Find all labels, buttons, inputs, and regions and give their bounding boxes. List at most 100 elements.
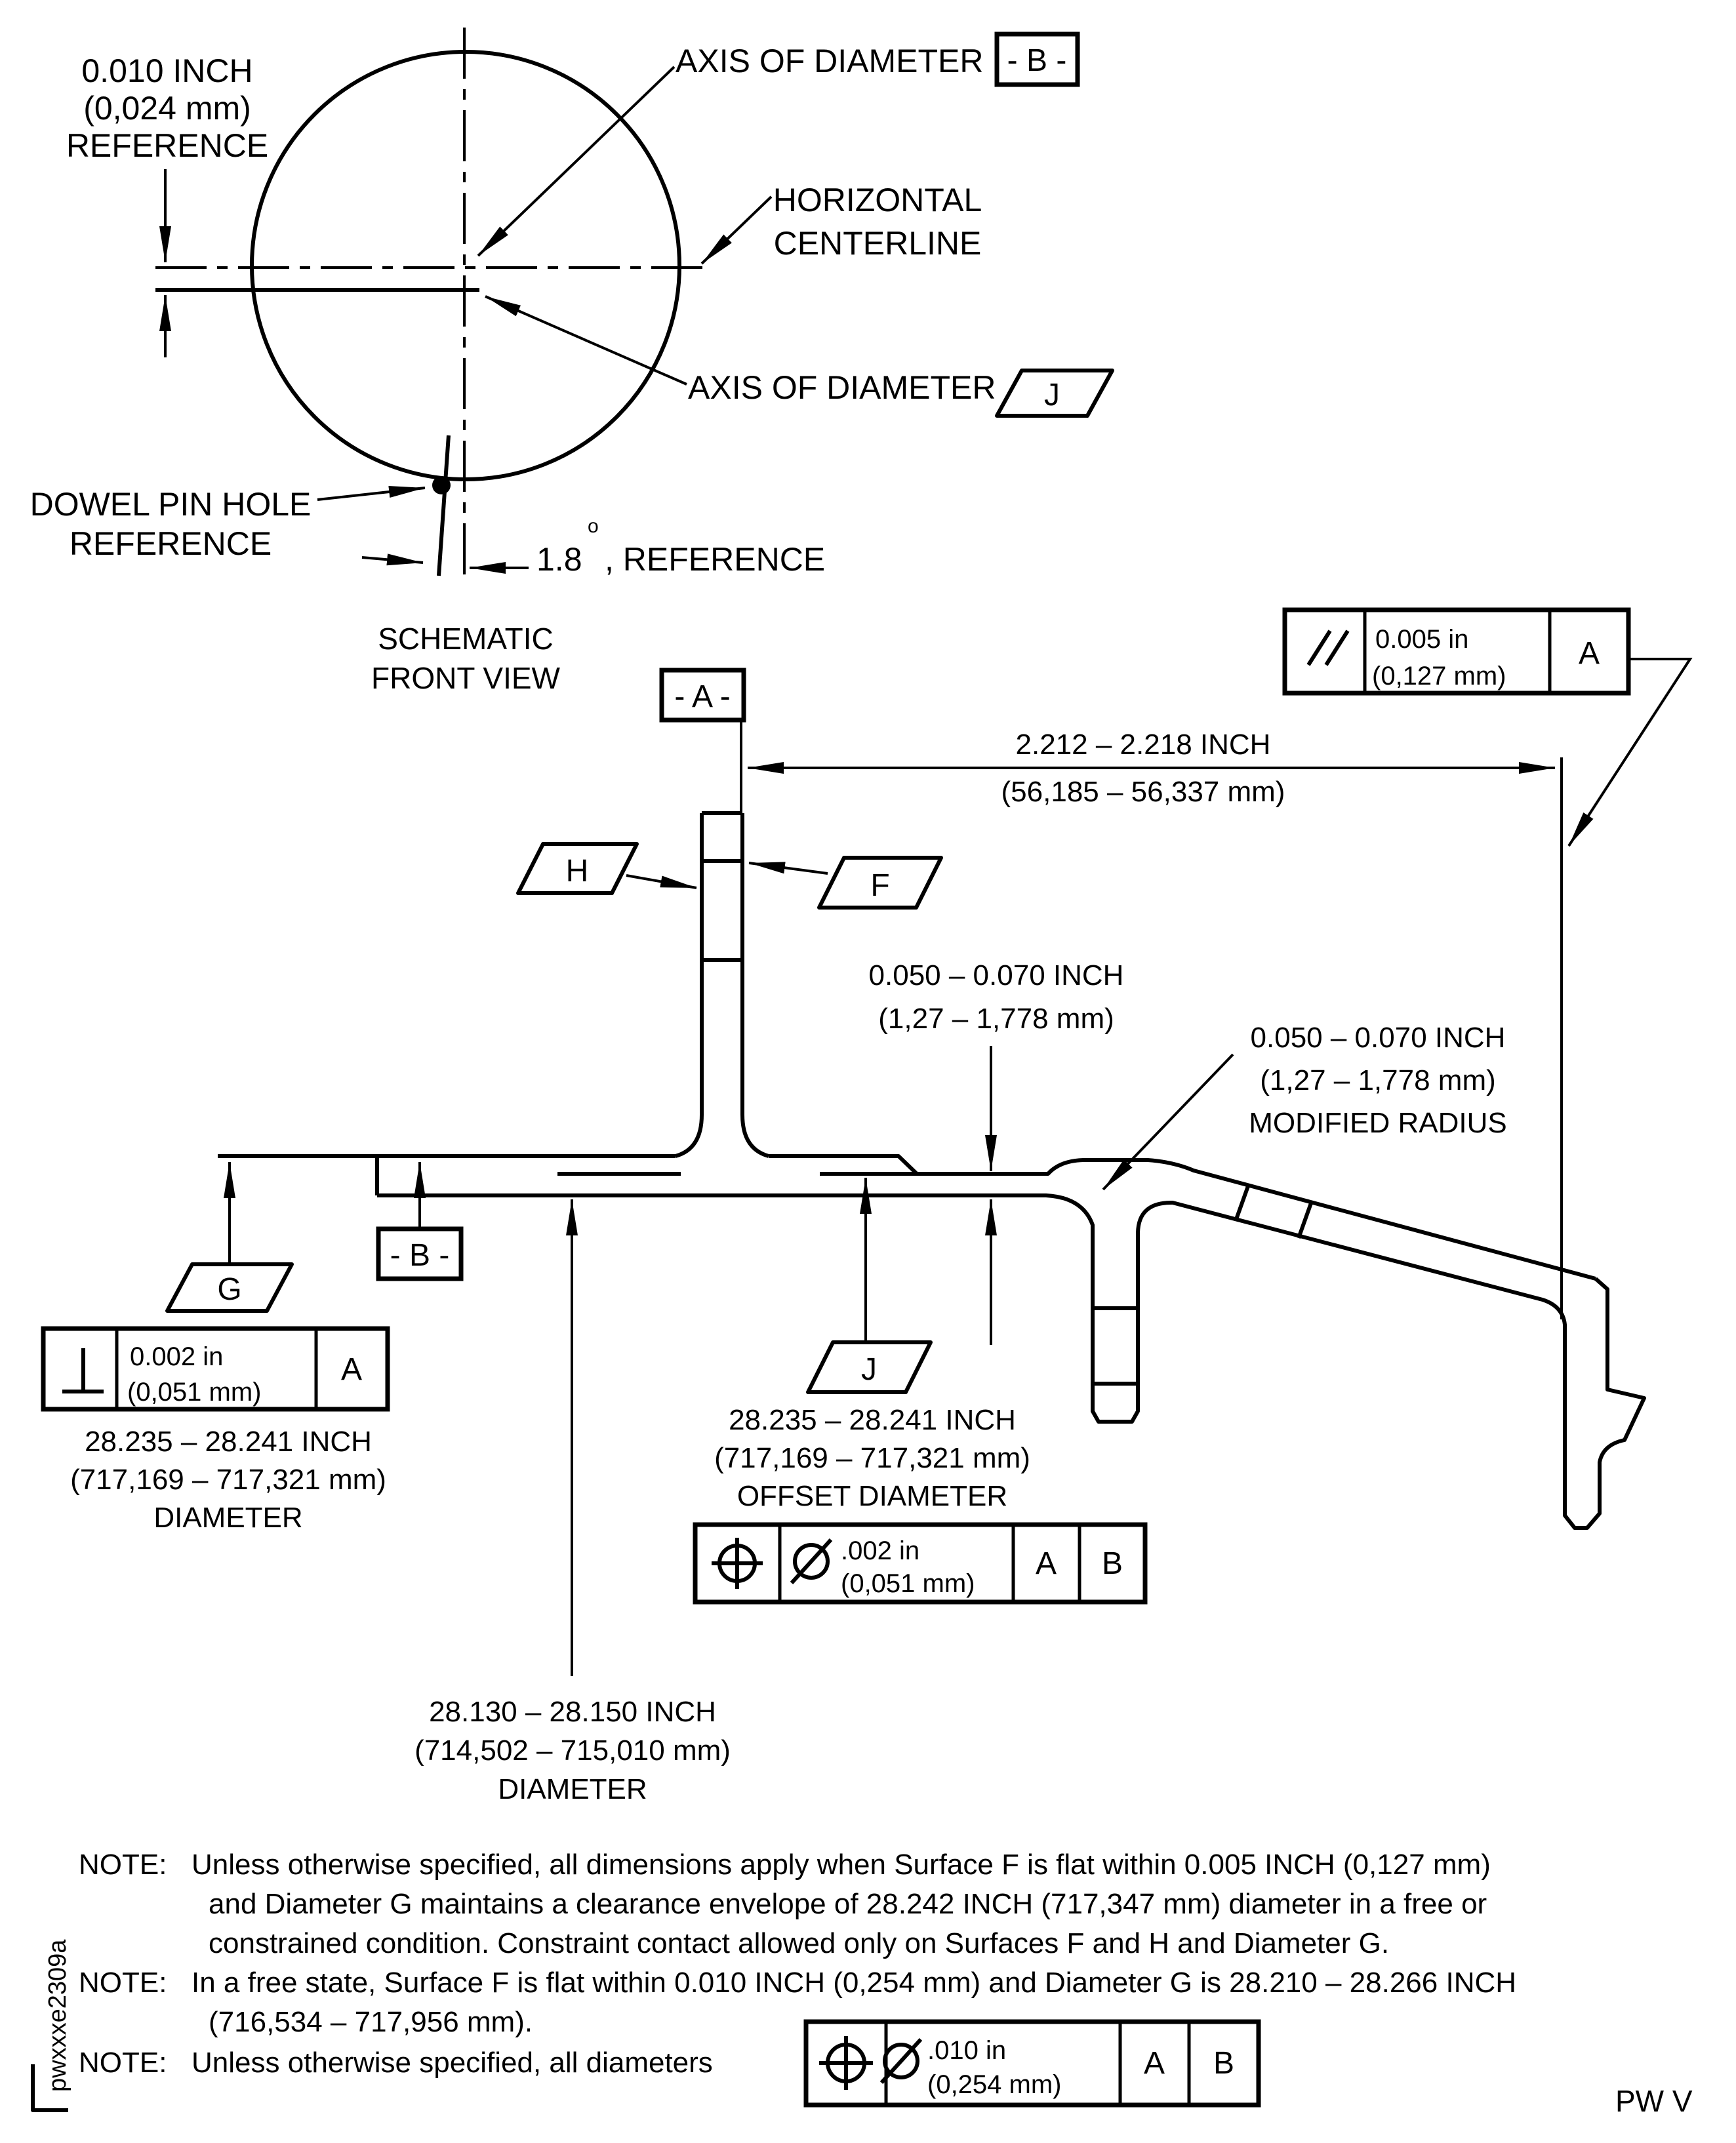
dia-offset-line3: OFFSET DIAMETER bbox=[737, 1480, 1007, 1512]
flag-f-text: F bbox=[870, 868, 889, 903]
dowel-leader bbox=[317, 486, 426, 501]
note3-label: NOTE: bbox=[79, 2047, 167, 2079]
flag-j-top-text: J bbox=[1044, 378, 1060, 412]
dowel-pin-dot bbox=[432, 476, 451, 494]
dia-offset-line1: 28.235 – 28.241 INCH bbox=[729, 1404, 1016, 1436]
part-profile bbox=[218, 811, 1646, 1530]
cone-tick-2 bbox=[1297, 1200, 1314, 1239]
position-frame-offset: .002 in (0,051 mm) A B bbox=[693, 1522, 1148, 1605]
footer: pwxxxe2309a PW V bbox=[31, 1939, 1693, 2118]
web-dim-line1: 0.050 – 0.070 INCH bbox=[869, 959, 1124, 991]
width-dim-line2: (56,185 – 56,337 mm) bbox=[1001, 776, 1285, 808]
radius-leader bbox=[1102, 1053, 1234, 1191]
diameter-icon bbox=[790, 1538, 833, 1585]
dia-bore-line2: (714,502 – 715,010 mm) bbox=[414, 1734, 731, 1767]
dia-g-line1: 28.235 – 28.241 INCH bbox=[85, 1426, 372, 1458]
web-dim-line2: (1,27 – 1,778 mm) bbox=[878, 1003, 1114, 1035]
flag-h-text: H bbox=[566, 854, 589, 889]
stem-left bbox=[675, 813, 704, 1158]
note1-line1: Unless otherwise specified, all dimensio… bbox=[192, 1849, 1491, 1881]
note1-line2: and Diameter G maintains a clearance env… bbox=[209, 1888, 1487, 1920]
note2-line1: In a free state, Surface F is flat withi… bbox=[192, 1967, 1516, 1999]
flag-g-text: G bbox=[217, 1272, 241, 1307]
note3-text: Unless otherwise specified, all diameter… bbox=[192, 2047, 713, 2079]
position-offset-value-mm: (0,051 mm) bbox=[841, 1569, 975, 1598]
corner-bracket bbox=[31, 2064, 68, 2112]
axis-b-label: AXIS OF DIAMETER bbox=[676, 43, 984, 79]
caption-line1: SCHEMATIC bbox=[378, 622, 554, 656]
position-all-box bbox=[803, 2019, 1261, 2108]
parallelism-frame: 0.005 in (0,127 mm) A bbox=[1282, 607, 1693, 847]
section-view: - A - 2.212 – 2.218 INCH (56,185 – 56,33… bbox=[41, 607, 1693, 1805]
flag-f-leader bbox=[748, 862, 828, 875]
position-offset-datum1: A bbox=[1036, 1546, 1057, 1581]
axis-b-leader bbox=[477, 66, 676, 257]
angle-value: 1.8 bbox=[536, 541, 582, 578]
note1-label: NOTE: bbox=[79, 1849, 167, 1881]
centerline-label-1: HORIZONTAL bbox=[773, 182, 982, 218]
flag-g bbox=[165, 1262, 294, 1313]
position-all-value: .010 in bbox=[927, 2036, 1006, 2065]
upper-surface-right bbox=[769, 1154, 919, 1176]
centerline-leader bbox=[700, 195, 773, 265]
lower-profile bbox=[377, 1193, 1646, 1530]
perpendicularity-frame: 0.002 in (0,051 mm) A bbox=[41, 1326, 390, 1412]
position-all-datum2: B bbox=[1213, 2046, 1234, 2081]
dia-g-line2: (717,169 – 717,321 mm) bbox=[70, 1464, 386, 1496]
doc-code: pwxxxe2309a bbox=[44, 1939, 71, 2092]
note1-line3: constrained condition. Constraint contac… bbox=[209, 1927, 1389, 1959]
parallelism-value: 0.005 in bbox=[1375, 625, 1468, 654]
axis-j-label: AXIS OF DIAMETER bbox=[688, 369, 996, 406]
note2-line2: (716,534 – 717,956 mm). bbox=[209, 2006, 533, 2038]
dia-bore-line3: DIAMETER bbox=[498, 1773, 647, 1805]
flag-j bbox=[806, 1340, 933, 1394]
perpendicularity-value: 0.002 in bbox=[130, 1342, 223, 1371]
dia-g-line3: DIAMETER bbox=[153, 1502, 302, 1534]
position-frame-all: .010 in (0,254 mm) A B bbox=[803, 2019, 1261, 2108]
position-icon bbox=[819, 2036, 873, 2090]
top-view: 0.010 INCH (0,024 mm) REFERENCE AXIS OF … bbox=[30, 28, 1114, 695]
perpendicularity-frame-box bbox=[41, 1326, 390, 1412]
datum-a-box bbox=[659, 668, 746, 723]
dia-bore-line1: 28.130 – 28.150 INCH bbox=[429, 1696, 716, 1728]
dia-offset-line2: (717,169 – 717,321 mm) bbox=[714, 1442, 1030, 1474]
note2-label: NOTE: bbox=[79, 1967, 167, 1999]
offset-ref-line1: 0.010 INCH bbox=[81, 52, 252, 89]
centerline-label-2: CENTERLINE bbox=[774, 225, 982, 262]
perpendicularity-datum: A bbox=[341, 1352, 362, 1387]
position-icon bbox=[712, 1538, 763, 1589]
dowel-label-2: REFERENCE bbox=[70, 525, 272, 562]
angle-degree: o bbox=[588, 515, 599, 537]
flag-f bbox=[817, 856, 943, 910]
caption-line2: FRONT VIEW bbox=[371, 661, 561, 695]
width-dim-line1: 2.212 – 2.218 INCH bbox=[1016, 729, 1271, 761]
datum-b-text: - B - bbox=[390, 1238, 450, 1273]
parallelism-leader bbox=[1567, 658, 1693, 847]
position-offset-value: .002 in bbox=[841, 1536, 919, 1565]
perpendicularity-value-mm: (0,051 mm) bbox=[127, 1378, 262, 1407]
flag-j-top bbox=[995, 369, 1114, 418]
dowel-axis-line bbox=[437, 435, 451, 576]
page-ref: PW V bbox=[1615, 2084, 1693, 2118]
parallelism-frame-box bbox=[1282, 607, 1631, 696]
offset-ref-line3: REFERENCE bbox=[66, 127, 268, 164]
angle-arrow-left bbox=[361, 553, 424, 566]
position-offset-box bbox=[693, 1522, 1148, 1605]
position-all-datum1: A bbox=[1144, 2046, 1165, 2081]
notes-block: NOTE: Unless otherwise specified, all di… bbox=[79, 1849, 1516, 2108]
parallelism-value-mm: (0,127 mm) bbox=[1372, 662, 1506, 691]
cone-tick-1 bbox=[1234, 1183, 1251, 1222]
offset-ref-line2: (0,024 mm) bbox=[83, 90, 251, 127]
angle-suffix: , REFERENCE bbox=[605, 541, 825, 578]
datum-a-text: - A - bbox=[674, 679, 730, 714]
stem-right bbox=[740, 813, 769, 1158]
dowel-label-1: DOWEL PIN HOLE bbox=[30, 486, 312, 523]
flag-h bbox=[516, 842, 639, 895]
flag-h-leader bbox=[626, 874, 697, 889]
position-offset-datum2: B bbox=[1102, 1546, 1123, 1581]
offset-land-and-cone-top bbox=[820, 1158, 1596, 1281]
parallelism-icon bbox=[1306, 630, 1350, 666]
position-all-value-mm: (0,254 mm) bbox=[927, 2070, 1062, 2099]
axis-j-leader bbox=[485, 295, 687, 386]
